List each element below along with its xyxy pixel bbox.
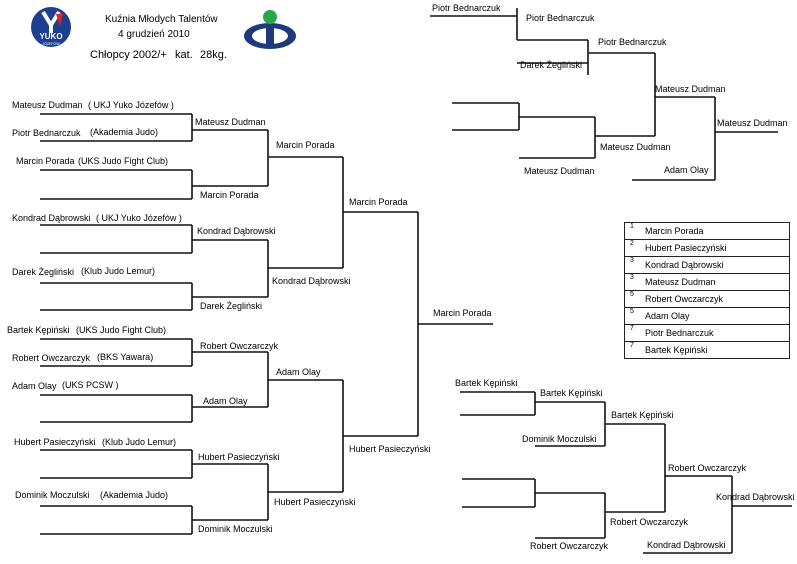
ranking-row: 2 Hubert Pasieczyński — [625, 240, 789, 257]
ranking-name: Mateusz Dudman — [645, 277, 716, 287]
repechage-top-label: Darek Żegliński — [520, 60, 583, 70]
entrant-club: (UKS PCSW ) — [62, 380, 119, 390]
round2-winner: Adam Olay — [276, 367, 321, 377]
round2-winner: Hubert Pasieczyński — [274, 497, 356, 507]
repechage-top-label: Mateusz Dudman — [717, 118, 788, 128]
ranking-name: Piotr Bednarczuk — [645, 328, 714, 338]
ranking-name: Adam Olay — [645, 311, 690, 321]
round1-winner: Dominik Moczulski — [198, 524, 273, 534]
entrant-club: (Klub Judo Lemur) — [102, 437, 177, 447]
entrant-name: Bartek Kępiński — [7, 325, 70, 335]
entrant-club: ( UKJ Yuko Józefów ) — [96, 213, 182, 223]
yuko-logo-text: YUKO — [39, 32, 62, 41]
tournament-winner: Marcin Porada — [433, 308, 492, 318]
rankings-table: 1 Marcin Porada 2 Hubert Pasieczyński 3 … — [624, 222, 790, 359]
entrant-name: Dominik Moczulski — [15, 490, 90, 500]
ranking-row: 7 Piotr Bednarczuk — [625, 325, 789, 342]
entrant-club: (Akademia Judo) — [90, 127, 159, 137]
round1-winner: Darek Żegliński — [200, 301, 263, 311]
repechage-top-label: Adam Olay — [664, 165, 709, 175]
yuko-logo-subtext: JÓZEFÓW — [42, 41, 60, 46]
entrant-club: ( UKJ Yuko Józefów ) — [88, 100, 174, 110]
weight-label: kat. — [175, 49, 193, 61]
ranking-row: 7 Bartek Kępiński — [625, 342, 789, 358]
ranking-row: 3 Kondrad Dąbrowski — [625, 257, 789, 274]
ranking-name: Marcin Porada — [645, 226, 704, 236]
ranking-row: 5 Robert Owczarczyk — [625, 291, 789, 308]
round1-winner: Mateusz Dudman — [195, 117, 266, 127]
repechage-top-label: Mateusz Dudman — [524, 166, 595, 176]
ranking-place: 7 — [630, 342, 634, 349]
weight-value: 28kg. — [200, 49, 227, 61]
repechage-top-label: Mateusz Dudman — [655, 84, 726, 94]
repechage-top-label: Piotr Bednarczuk — [598, 37, 667, 47]
ranking-name: Kondrad Dąbrowski — [645, 260, 724, 270]
entrant-name: Adam Olay — [12, 381, 57, 391]
repechage-top-label: Piotr Bednarczuk — [432, 3, 501, 13]
repechage-top-label: Mateusz Dudman — [600, 142, 671, 152]
entrant-name: Mateusz Dudman — [12, 100, 83, 110]
ranking-name: Hubert Pasieczyński — [645, 243, 727, 253]
repechage-bottom-label: Bartek Kępiński — [540, 388, 603, 398]
ranking-row: 5 Adam Olay — [625, 308, 789, 325]
entrant-name: Hubert Pasieczyński — [14, 437, 96, 447]
ranking-place: 1 — [630, 223, 634, 230]
repechage-bottom-label: Kondrad Dąbrowski — [716, 492, 795, 502]
entrant-club: (Klub Judo Lemur) — [81, 266, 156, 276]
entrant-name: Piotr Bednarczuk — [12, 128, 81, 138]
repechage-bottom-label: Bartek Kępiński — [611, 410, 674, 420]
ranking-row: 3 Mateusz Dudman — [625, 274, 789, 291]
entrant-name: Kondrad Dąbrowski — [12, 213, 91, 223]
round1-winner: Marcin Porada — [200, 190, 259, 200]
repechage-bottom-label: Bartek Kępiński — [455, 378, 518, 388]
round1-winner: Robert Owczarczyk — [200, 341, 279, 351]
event-title: Kuźnia Młodych Talentów — [105, 14, 218, 25]
round1-winner: Hubert Pasieczyński — [198, 452, 280, 462]
organizer-logo — [244, 10, 296, 49]
ranking-place: 2 — [630, 240, 634, 247]
repechage-bottom-label: Dominik Moczulski — [522, 434, 597, 444]
entrant-name: Darek Żegliński — [12, 267, 75, 277]
ranking-place: 3 — [630, 257, 634, 264]
repechage-bottom-label: Robert Owczarczyk — [610, 517, 689, 527]
round1-winner: Kondrad Dąbrowski — [197, 226, 276, 236]
ranking-name: Robert Owczarczyk — [645, 294, 724, 304]
round3-winner: Marcin Porada — [349, 197, 408, 207]
ranking-row: 1 Marcin Porada — [625, 223, 789, 240]
repechage-bottom-label: Robert Owczarczyk — [668, 463, 747, 473]
entrant-club: (Akademia Judo) — [100, 490, 169, 500]
repechage-bottom-label: Kondrad Dąbrowski — [647, 540, 726, 550]
yuko-logo: YUKO JÓZEFÓW — [31, 7, 71, 47]
ranking-place: 3 — [630, 274, 634, 281]
repechage-top-label: Piotr Bednarczuk — [526, 13, 595, 23]
entrant-name: Marcin Porada — [16, 156, 75, 166]
ranking-name: Bartek Kępiński — [645, 345, 708, 355]
ranking-place: 7 — [630, 325, 634, 332]
ranking-place: 5 — [630, 308, 634, 315]
repechage-bottom-label: Robert Owczarczyk — [530, 541, 609, 551]
event-date: 4 grudzień 2010 — [118, 29, 190, 40]
ranking-place: 5 — [630, 291, 634, 298]
round1-winner: Adam Olay — [203, 396, 248, 406]
round2-winner: Kondrad Dąbrowski — [272, 276, 351, 286]
category-label: Chłopcy 2002/+ — [90, 49, 167, 61]
entrant-name: Robert Owczarczyk — [12, 353, 91, 363]
entrant-club: (UKS Judo Fight Club) — [78, 156, 169, 166]
entrant-club: (UKS Judo Fight Club) — [76, 325, 167, 335]
entrant-club: (BKS Yawara) — [97, 352, 154, 362]
round2-winner: Marcin Porada — [276, 140, 335, 150]
round3-winner: Hubert Pasieczyński — [349, 444, 431, 454]
